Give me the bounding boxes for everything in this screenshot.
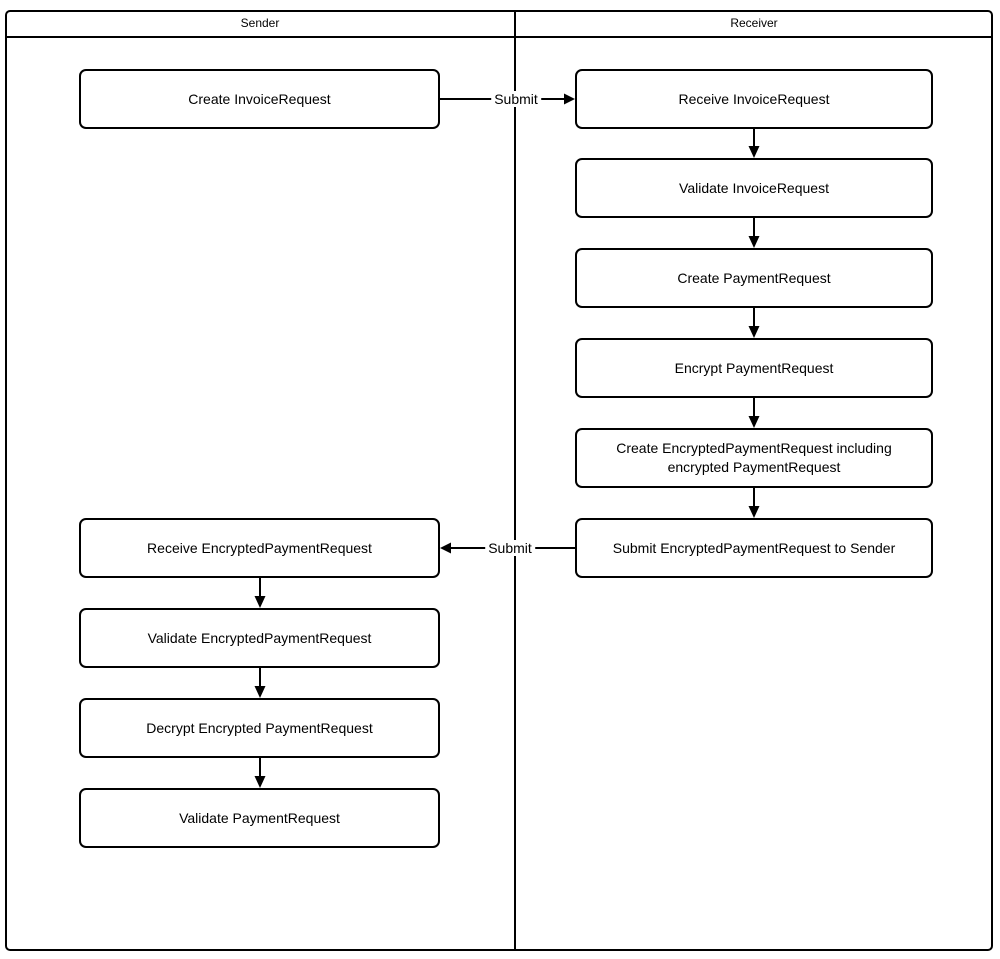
diagram-frame	[5, 10, 993, 951]
node-receive-invoicerequest: Receive InvoiceRequest	[575, 69, 933, 129]
node-label: Validate InvoiceRequest	[679, 179, 829, 196]
lane-divider	[514, 10, 516, 951]
edge-label-submit-top: Submit	[491, 91, 541, 107]
node-validate-encryptedpaymentrequest: Validate EncryptedPaymentRequest	[79, 608, 440, 668]
node-label: Receive InvoiceRequest	[678, 90, 830, 107]
node-create-invoicerequest: Create InvoiceRequest	[79, 69, 440, 129]
lane-header-sender: Sender	[240, 16, 280, 30]
edge-label-submit-bottom: Submit	[485, 540, 535, 556]
node-receive-encryptedpaymentrequest: Receive EncryptedPaymentRequest	[79, 518, 440, 578]
node-validate-paymentrequest: Validate PaymentRequest	[79, 788, 440, 848]
node-label: Validate PaymentRequest	[179, 809, 340, 826]
node-label: Create EncryptedPaymentRequest including…	[616, 440, 892, 475]
node-label: Receive EncryptedPaymentRequest	[147, 539, 372, 556]
node-label: Validate EncryptedPaymentRequest	[147, 629, 372, 646]
node-create-paymentrequest: Create PaymentRequest	[575, 248, 933, 308]
node-submit-encryptedpaymentrequest-to-sender: Submit EncryptedPaymentRequest to Sender	[575, 518, 933, 578]
node-validate-invoicerequest: Validate InvoiceRequest	[575, 158, 933, 218]
node-label: Submit EncryptedPaymentRequest to Sender	[612, 539, 896, 556]
node-label: Create PaymentRequest	[677, 269, 831, 286]
node-label: Create InvoiceRequest	[188, 90, 331, 107]
node-encrypt-paymentrequest: Encrypt PaymentRequest	[575, 338, 933, 398]
header-separator-line	[5, 36, 993, 38]
node-label: Decrypt Encrypted PaymentRequest	[146, 719, 373, 736]
node-label: Encrypt PaymentRequest	[674, 359, 834, 376]
node-create-encryptedpaymentrequest: Create EncryptedPaymentRequest including…	[575, 428, 933, 488]
lane-header-receiver: Receiver	[730, 16, 778, 30]
node-decrypt-encrypted-paymentrequest: Decrypt Encrypted PaymentRequest	[79, 698, 440, 758]
